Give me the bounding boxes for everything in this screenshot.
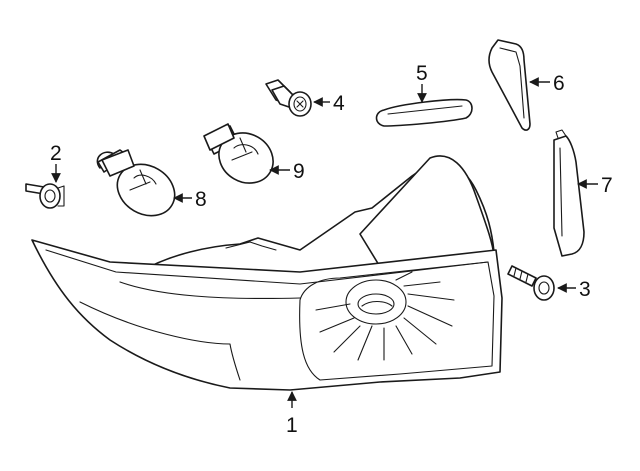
- bulb-left: [96, 149, 176, 217]
- reflector-lower: [553, 129, 585, 257]
- callout-labels: 1 2 3 4 5 6 7 8 9: [50, 62, 613, 437]
- push-pin: [25, 183, 65, 209]
- leader-lines: [51, 77, 598, 408]
- callout-9: 9: [293, 160, 305, 183]
- callout-2: 2: [50, 142, 62, 165]
- callout-7: 7: [601, 174, 613, 197]
- callout-3: 3: [579, 278, 591, 301]
- side-marker: [375, 98, 473, 127]
- callout-8: 8: [195, 188, 207, 211]
- screw: [507, 265, 555, 301]
- callout-6: 6: [553, 72, 565, 95]
- tail-lamp-assembly: [31, 155, 503, 391]
- bulb-socket: [265, 79, 312, 117]
- callout-5: 5: [416, 62, 428, 85]
- callout-4: 4: [333, 92, 345, 115]
- bulb-right: [203, 123, 274, 184]
- callout-1: 1: [286, 414, 298, 437]
- reflector-upper: [488, 39, 531, 131]
